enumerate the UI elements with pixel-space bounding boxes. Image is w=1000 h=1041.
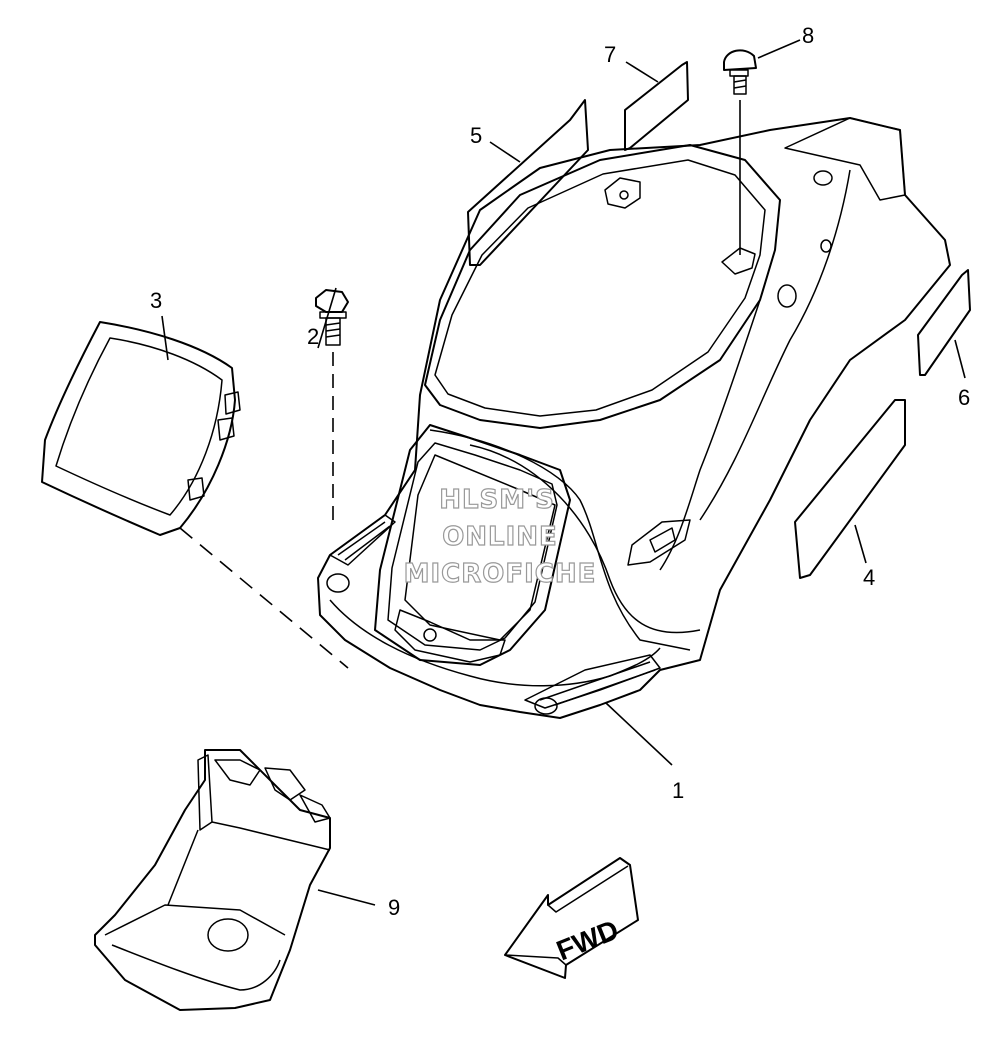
callout-7: 7 — [604, 42, 616, 67]
callout-2: 2 — [307, 324, 319, 349]
watermark-line-1: HLSM'S — [439, 485, 555, 515]
callout-6: 6 — [958, 385, 970, 410]
callout-4: 4 — [863, 565, 875, 590]
fwd-label: FWD — [552, 914, 623, 967]
callout-3: 3 — [150, 288, 162, 313]
tray-part-9 — [94, 749, 331, 1011]
watermark-line-3: MICROFICHE — [404, 559, 597, 589]
screw-part-8 — [723, 49, 757, 255]
callout-8: 8 — [802, 23, 814, 48]
callout-9: 9 — [388, 895, 400, 920]
callout-numbers: 1 2 3 4 5 6 7 8 9 — [150, 23, 970, 920]
forward-direction-arrow: FWD — [504, 857, 639, 979]
callout-5: 5 — [470, 123, 482, 148]
callout-1: 1 — [672, 778, 684, 803]
callout-leaders — [161, 39, 966, 906]
bolt-part-2 — [315, 289, 349, 520]
decal-part-4 — [794, 399, 906, 579]
watermark-line-2: ONLINE — [442, 522, 558, 552]
panel-part-3 — [41, 321, 349, 669]
decal-part-6 — [917, 269, 971, 376]
decal-part-5 — [467, 99, 589, 266]
decal-part-7 — [624, 61, 689, 151]
body-cover-part-1 — [317, 117, 951, 719]
watermark: HLSM'S ONLINE MICROFICHE — [403, 484, 597, 589]
